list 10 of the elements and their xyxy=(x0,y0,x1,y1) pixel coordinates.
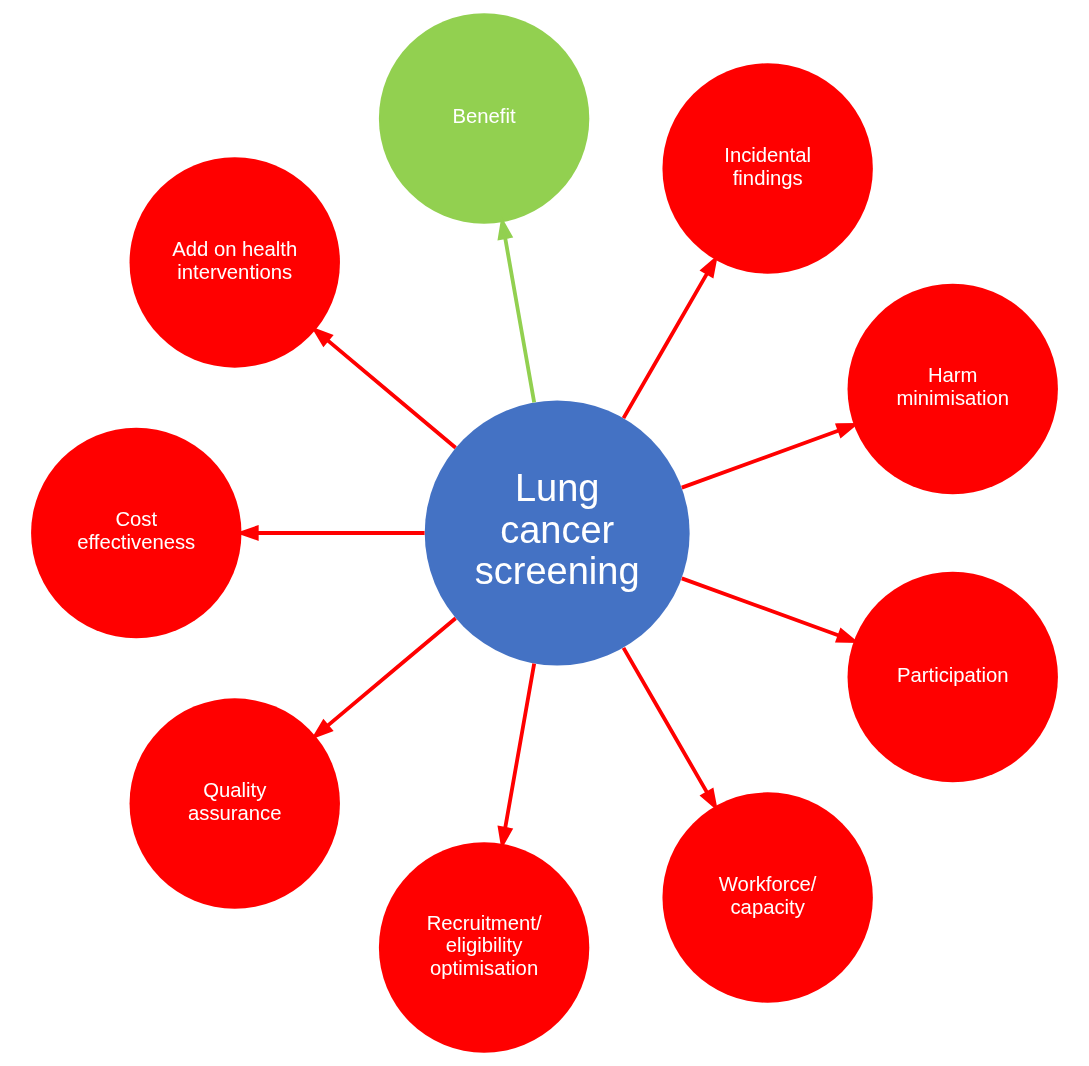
node-circle: Participation xyxy=(847,571,1058,783)
node-circle: Harm minimisation xyxy=(847,283,1058,495)
node-circle: Benefit xyxy=(378,13,590,224)
node-circle: Cost effectiveness xyxy=(31,427,242,639)
node-circle: Recruitment/ eligibility optimisation xyxy=(378,842,590,1053)
node-circle: Add on health interventions xyxy=(129,157,340,368)
node-circle: Quality assurance xyxy=(129,698,340,909)
node-circle: Workforce/ capacity xyxy=(662,792,873,1003)
node-circle: Incidental findings xyxy=(662,63,873,274)
node-circle: Lung cancer screening xyxy=(424,400,690,666)
